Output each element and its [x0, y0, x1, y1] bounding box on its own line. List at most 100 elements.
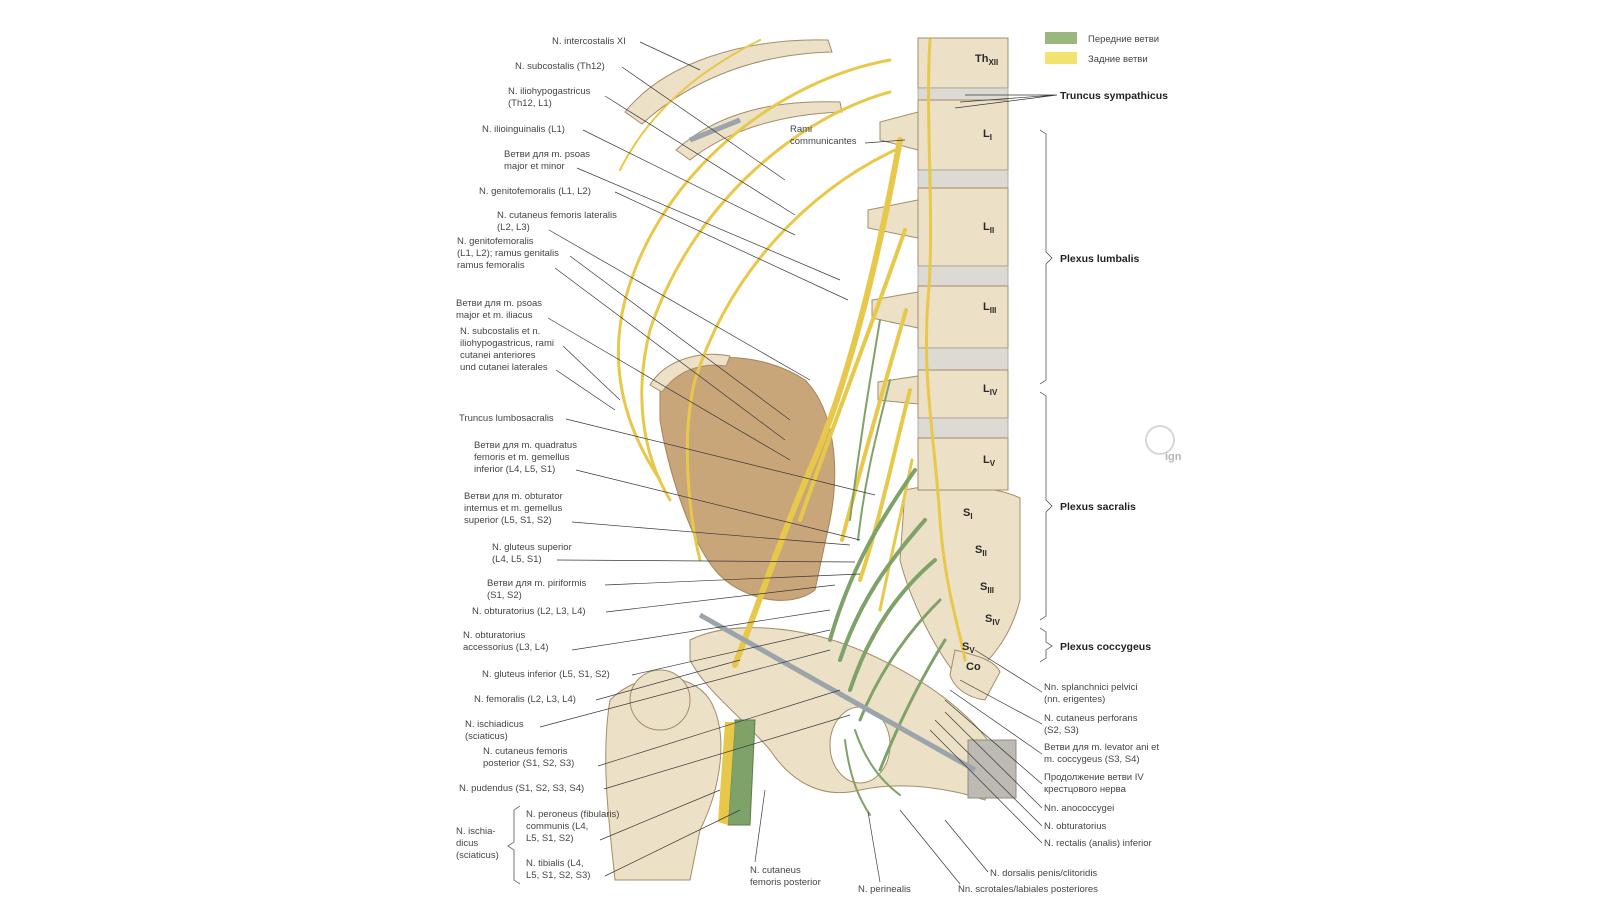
anterior-branch — [857, 379, 891, 541]
guide-rod-upper — [689, 117, 741, 143]
femoral-nerve-trunk — [732, 137, 903, 668]
legend: Передние ветви Задние ветви — [1045, 32, 1159, 65]
disc — [917, 347, 1009, 371]
vertebra-labels: ThXII LI LII LIII LIV LV SI SII SIII SIV… — [962, 53, 1001, 673]
vertebra-label-l2: LII — [983, 221, 994, 235]
lumbar-root — [798, 228, 907, 522]
leader — [571, 609, 831, 651]
pudendal-branch — [854, 729, 901, 796]
pubic-symphysis — [967, 739, 1017, 799]
label-n-iliohypogastricus: N. iliohypogastricus(Th12, L1) — [508, 86, 591, 109]
leader — [614, 191, 849, 301]
label-n-gluteus-superior: N. gluteus superior(L4, L5, S1) — [492, 542, 572, 565]
leader — [554, 267, 786, 441]
vertebra-label-l3: LIII — [983, 301, 996, 315]
anterior-branch — [849, 319, 881, 521]
leader — [556, 559, 856, 563]
leader-truncus — [954, 94, 1058, 109]
label-n-perinealis: N. perinealis — [858, 884, 911, 895]
anterior-branch — [838, 518, 927, 662]
guide-rod — [698, 612, 977, 773]
right-annotations: Truncus sympathicus Plexus lumbalis Plex… — [750, 90, 1168, 895]
disc — [917, 265, 1009, 287]
vertebra-l1 — [917, 99, 1009, 171]
legend-label-anterior: Передние ветви — [1088, 34, 1159, 45]
label-n-obturatorius-right: N. obturatorius — [1044, 821, 1107, 832]
label-plexus-sacralis: Plexus sacralis — [1060, 501, 1136, 513]
vertebra-label-l4: LIV — [983, 383, 998, 397]
legend-label-posterior: Задние ветви — [1088, 54, 1148, 65]
vertebra-label-s4: SIV — [985, 613, 1001, 627]
leader — [571, 521, 851, 546]
leader-splanchnici — [974, 649, 1043, 693]
anterior-branch — [848, 558, 937, 692]
leader — [621, 66, 786, 181]
label-n-gluteus-inferior: N. gluteus inferior (L5, S1, S2) — [482, 669, 610, 680]
leader-perforans — [959, 679, 1043, 725]
lumbar-root — [840, 308, 908, 542]
bracket-coccygeus — [1039, 627, 1053, 663]
leader-cut-fem-post-bottom — [754, 789, 766, 863]
label-n-genitofemoralis-branches: N. genitofemoralis(L1, L2); ramus genita… — [457, 236, 559, 271]
label-n-genitofemoralis: N. genitofemoralis (L1, L2) — [479, 186, 591, 197]
subcostal-nerve — [616, 58, 892, 482]
bracket-sacralis — [1039, 391, 1053, 621]
vertebra-l4 — [917, 369, 1009, 419]
leader — [582, 129, 796, 236]
bracket-ischiadicus — [507, 805, 521, 885]
vertebra-l3 — [917, 285, 1009, 349]
vertebra-label-l1: LI — [983, 128, 992, 142]
skeleton-group — [605, 39, 1021, 881]
label-nn-scrotales: Nn. scrotales/labiales posteriores — [958, 884, 1098, 895]
leader-rectalis — [929, 729, 1043, 844]
leader — [555, 369, 616, 411]
leader-prodolzhenie — [944, 699, 1043, 785]
vertebra-label-th12: ThXII — [975, 53, 998, 67]
femoral-head — [629, 669, 691, 731]
leader — [548, 229, 811, 381]
label-truncus-lumbosacralis: Truncus lumbosacralis — [459, 413, 554, 424]
watermark-logo — [1145, 425, 1175, 455]
leader — [599, 789, 721, 841]
leader — [603, 714, 851, 790]
leader — [575, 469, 861, 541]
label-plexus-lumbalis: Plexus lumbalis — [1060, 253, 1140, 265]
label-n-subcostalis: N. subcostalis (Th12) — [515, 61, 605, 72]
leader — [565, 418, 876, 496]
vertebral-column — [867, 37, 1009, 491]
label-n-subcostalis-branches: N. subcostalis et n.iliohypogastricus, r… — [460, 326, 554, 373]
leader-rami — [864, 139, 906, 144]
label-plexus-coccygeus: Plexus coccygeus — [1060, 641, 1151, 653]
vertebra-label-s5: SV — [962, 641, 975, 655]
leader — [639, 41, 701, 71]
leader — [595, 659, 741, 701]
lumbar-root — [858, 388, 912, 582]
leader-dorsalis — [944, 819, 989, 873]
sacral-plexus — [718, 319, 947, 826]
leader — [562, 345, 621, 401]
sympathetic-trunk — [924, 38, 967, 662]
label-n-ischiadicus: N. ischiadicus(sciaticus) — [465, 719, 524, 742]
label-n-ischiadicus-brace: N. ischia-dicus(sciaticus) — [456, 826, 499, 861]
vertebra-label-s3: SIII — [980, 581, 994, 595]
label-n-cutaneus-perforans: N. cutaneus perforans(S2, S3) — [1044, 713, 1138, 736]
vertebra-label-co: Co — [966, 661, 981, 673]
rib-lower — [675, 101, 843, 161]
watermark: ign — [1145, 425, 1182, 463]
iliacus-muscle — [659, 357, 836, 601]
transverse-process — [871, 291, 919, 329]
anterior-branch — [828, 468, 917, 642]
leader — [631, 629, 831, 676]
label-n-rectalis: N. rectalis (analis) inferior — [1044, 838, 1152, 849]
label-n-obturatorius: N. obturatorius (L2, L3, L4) — [472, 606, 586, 617]
leader — [604, 573, 861, 586]
label-n-pudendus: N. pudendus (S1, S2, S3, S4) — [459, 783, 584, 794]
vertebra-label-s1: SI — [963, 507, 973, 521]
